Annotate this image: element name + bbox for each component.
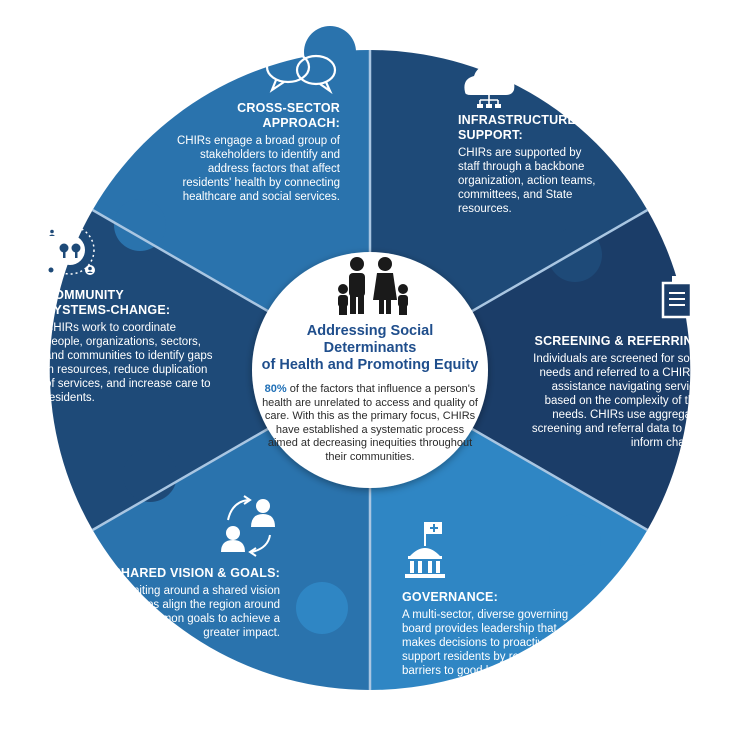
- puzzle-tabs: [114, 26, 602, 634]
- screening-block: SCREENING & REFERRING: Individuals are s…: [520, 334, 707, 450]
- cross-sector-title: CROSS-SECTOR APPROACH:: [237, 101, 340, 130]
- infrastructure-title-line1: INFRASTRUCTURE: [458, 113, 577, 127]
- shared-vision-body: Uniting around a shared vision helps ali…: [124, 585, 280, 639]
- infrastructure-title: INFRASTRUCTURE SUPPORT:: [458, 113, 598, 143]
- stat-highlight: 80%: [264, 383, 287, 395]
- community-network-icon: [42, 225, 95, 279]
- chat-bubbles-icon: [265, 50, 337, 95]
- infrastructure-block: INFRASTRUCTURE SUPPORT: CHIRs are suppor…: [458, 113, 598, 216]
- community-body: CHIRs work to coordinate people, organiz…: [45, 322, 213, 404]
- family-icon: [338, 257, 408, 315]
- documents-icon: [661, 276, 700, 319]
- people-exchange-icon: [221, 495, 275, 557]
- segment-community: [49, 210, 371, 530]
- center-body-text: of the factors that influence a person's…: [262, 383, 478, 463]
- cross-sector-block: CROSS-SECTOR APPROACH: CHIRs engage a br…: [168, 101, 340, 204]
- center-title: Addressing Social Determinants of Health…: [260, 323, 480, 374]
- community-title-line2: SYSTEMS-CHANGE:: [45, 303, 171, 317]
- center-title-line2: of Health and Promoting Equity: [261, 357, 479, 373]
- segment-screening: [370, 210, 691, 530]
- shared-vision-block: SHARED VISION & GOALS: Uniting around a …: [112, 566, 280, 640]
- screening-body: Individuals are screened for social need…: [531, 353, 707, 449]
- infrastructure-body: CHIRs are supported by staff through a b…: [458, 147, 596, 215]
- gear-icon: [42, 261, 60, 279]
- center-content: Addressing Social Determinants of Health…: [260, 323, 480, 464]
- shared-vision-title: SHARED VISION & GOALS:: [112, 566, 280, 580]
- infrastructure-title-line2: SUPPORT:: [458, 128, 523, 142]
- cloud-network-icon: [464, 66, 515, 108]
- capitol-building-icon: [405, 522, 445, 578]
- governance-block: GOVERNANCE: A multi-sector, diverse gove…: [402, 590, 577, 678]
- governance-body: A multi-sector, diverse governing board …: [402, 609, 569, 677]
- screening-title: SCREENING & REFERRING:: [534, 334, 707, 348]
- community-block: COMMUNITY SYSTEMS-CHANGE: CHIRs work to …: [45, 288, 213, 405]
- community-title: COMMUNITY SYSTEMS-CHANGE:: [45, 288, 213, 318]
- center-title-line1: Addressing Social Determinants: [306, 323, 434, 356]
- community-title-line1: COMMUNITY: [45, 288, 124, 302]
- center-circle: [252, 252, 488, 488]
- cross-sector-body: CHIRs engage a broad group of stakeholde…: [176, 135, 340, 203]
- governance-title: GOVERNANCE:: [402, 590, 498, 604]
- center-body: 80% of the factors that influence a pers…: [260, 383, 480, 464]
